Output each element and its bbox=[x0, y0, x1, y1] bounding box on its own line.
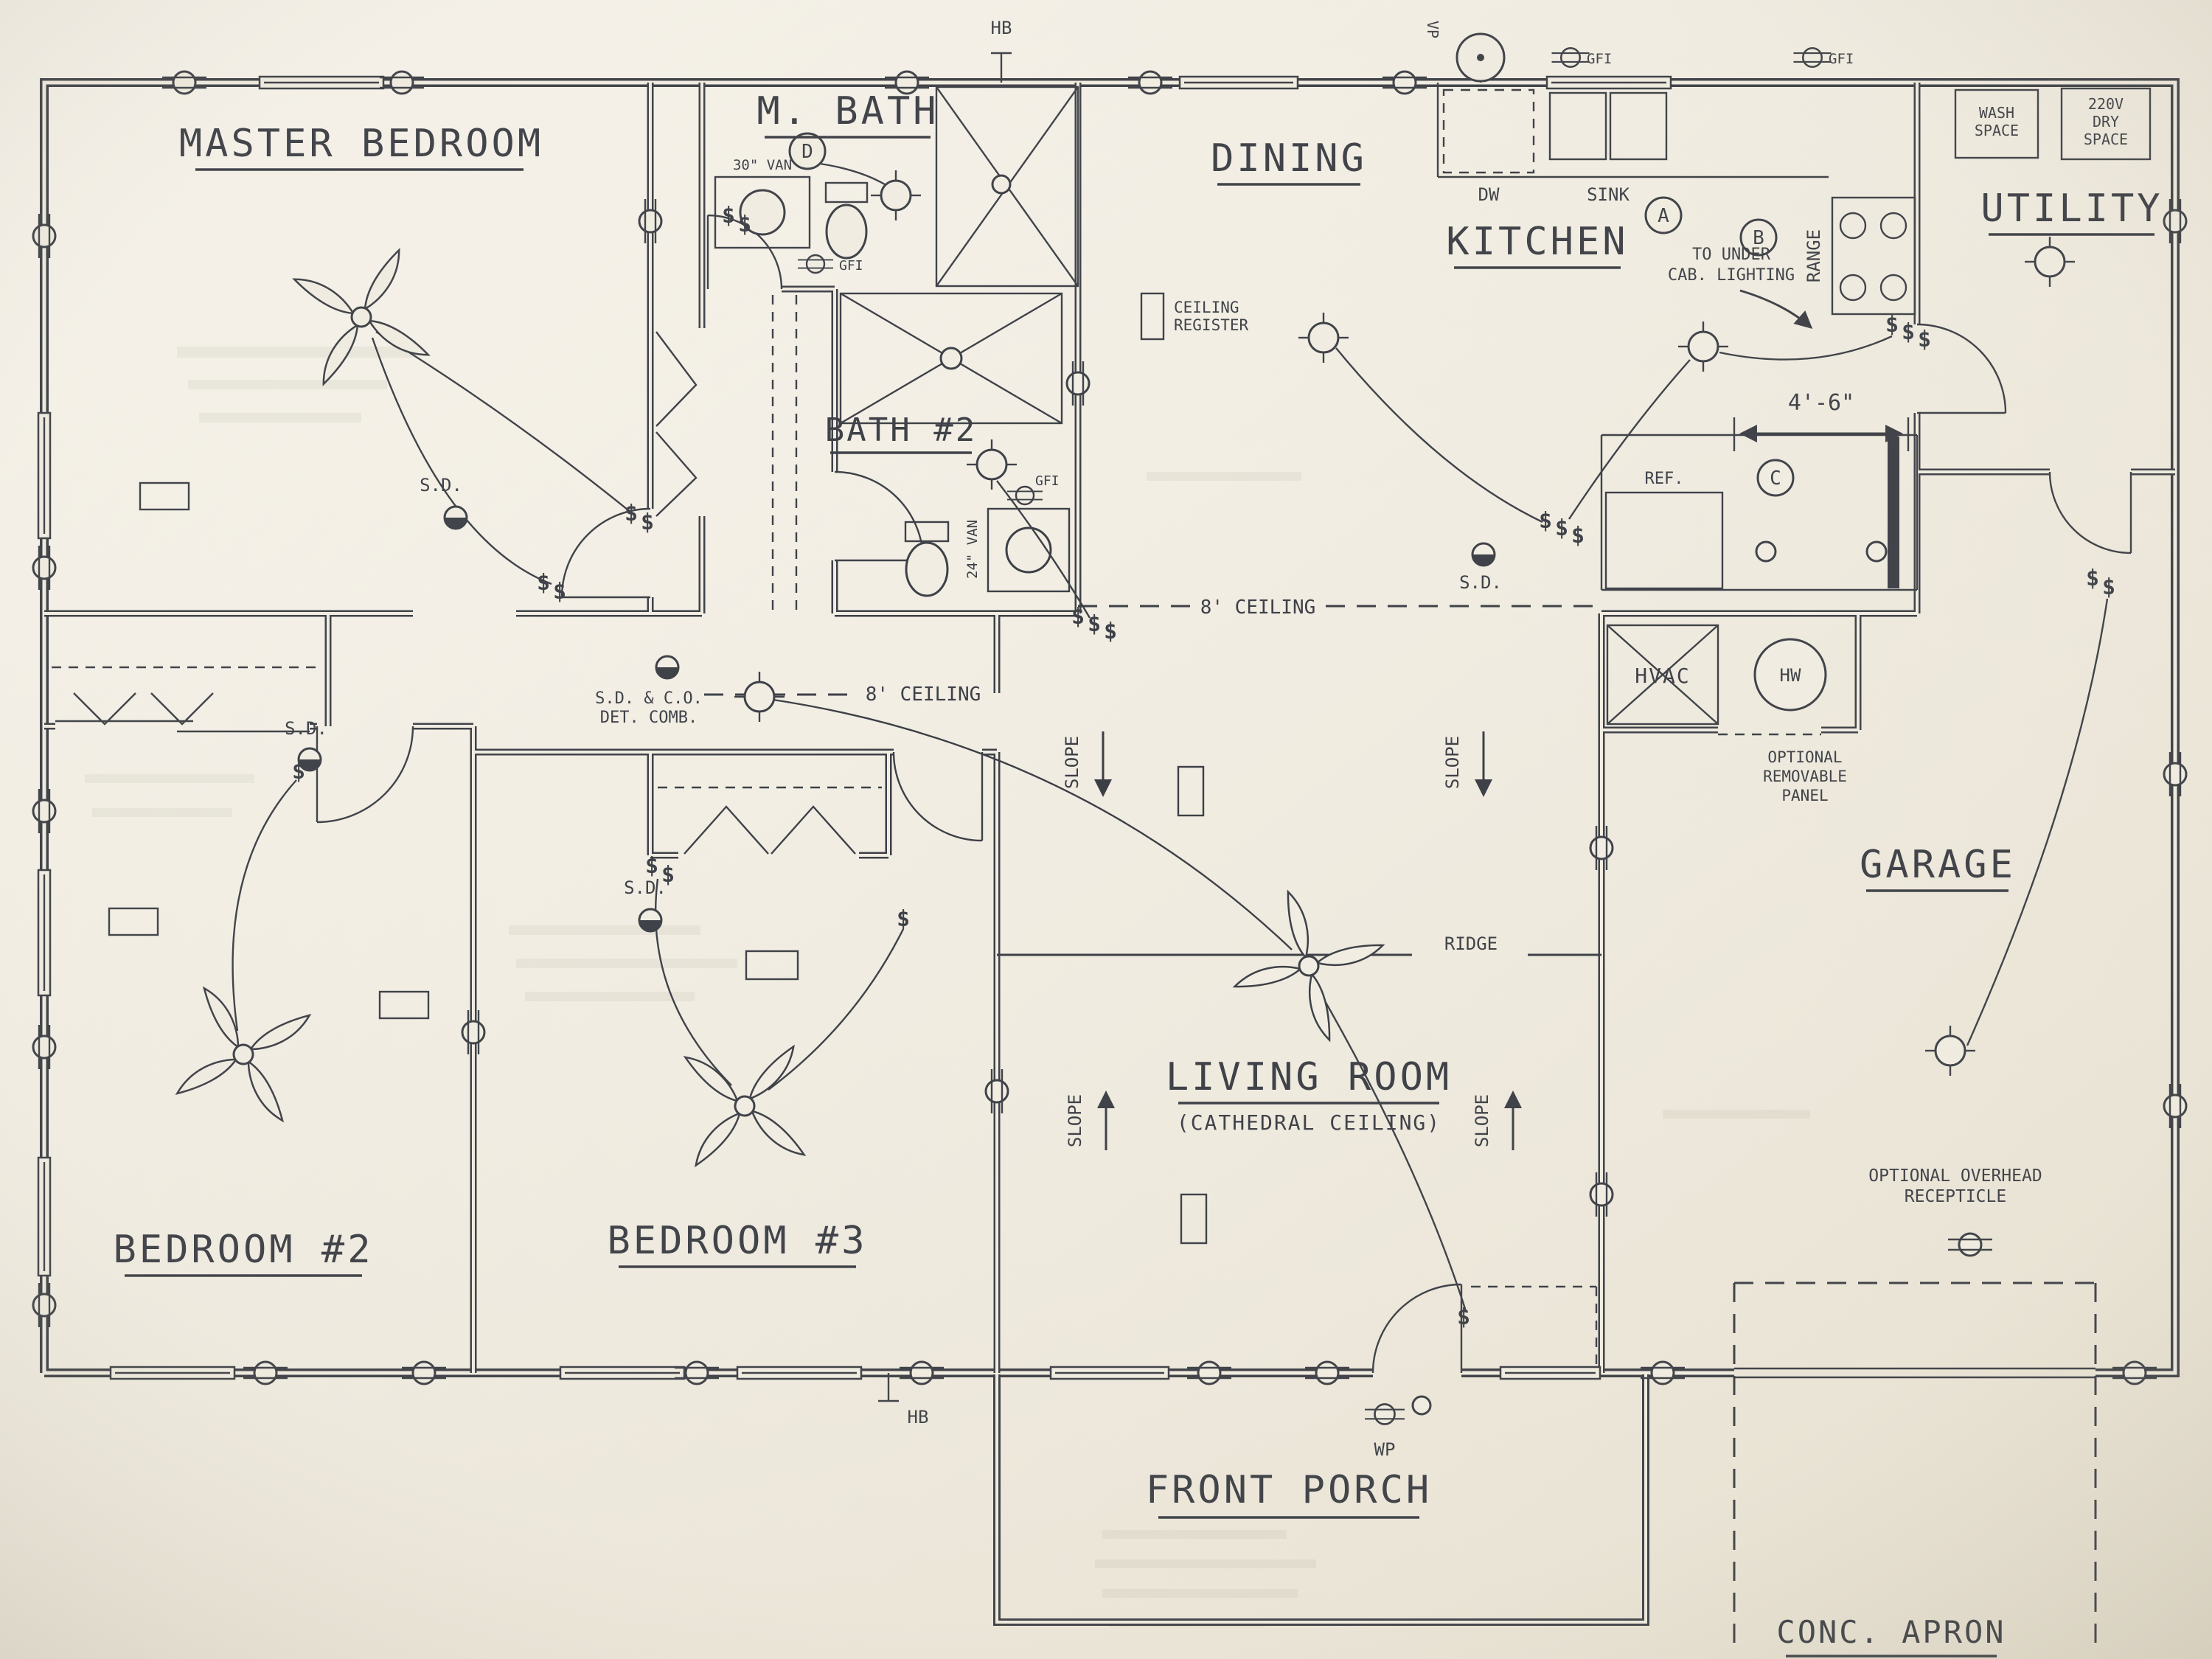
room-label-front-porch: FRONT PORCH bbox=[1146, 1468, 1432, 1512]
label-sd: S.D. bbox=[285, 718, 327, 739]
label-sink: SINK bbox=[1587, 184, 1630, 205]
label-dw: DW bbox=[1478, 184, 1500, 205]
switch-symbol: $ bbox=[1104, 619, 1117, 644]
label-removable-panel: PANEL bbox=[1781, 787, 1828, 804]
label-hvac: HVAC bbox=[1635, 664, 1690, 688]
switch-symbol: $ bbox=[1539, 508, 1552, 534]
label-gfi: GFI bbox=[1587, 51, 1612, 67]
label-slope: SLOPE bbox=[1065, 1094, 1085, 1147]
label-dry-space: 220V bbox=[2088, 95, 2124, 113]
label-range: RANGE bbox=[1804, 229, 1824, 282]
switch-symbol: $ bbox=[641, 509, 654, 535]
label-gfi: GFI bbox=[1829, 51, 1854, 67]
room-label-m-bath: M. BATH bbox=[757, 89, 939, 133]
switch-symbol: $ bbox=[1571, 523, 1585, 549]
switch-symbol: $ bbox=[645, 853, 658, 879]
switch-symbol: $ bbox=[1902, 319, 1915, 345]
label-gfi: GFI bbox=[1035, 473, 1060, 489]
label-dry-space: DRY bbox=[2093, 113, 2119, 131]
switch-symbol: $ bbox=[1918, 327, 1931, 352]
label-gfi: GFI bbox=[839, 258, 863, 274]
label-slope: SLOPE bbox=[1472, 1094, 1492, 1147]
label-removable-panel: REMOVABLE bbox=[1763, 768, 1847, 785]
switch-symbol: $ bbox=[2102, 574, 2115, 600]
switch-symbol: $ bbox=[1457, 1304, 1470, 1330]
label-ceiling-register: REGISTER bbox=[1174, 316, 1249, 334]
label-sd-co: DET. COMB. bbox=[600, 709, 698, 727]
label-ceiling-register: CEILING bbox=[1174, 299, 1239, 316]
label-overhead-receptacle: RECEPTICLE bbox=[1905, 1187, 2006, 1206]
label-dry-space: SPACE bbox=[2084, 131, 2128, 148]
smoke-detector-icon bbox=[638, 908, 663, 933]
room-label-master-bedroom: MASTER BEDROOM bbox=[179, 122, 543, 166]
room-label-utility: UTILITY bbox=[1980, 187, 2163, 231]
room-note-cathedral-ceiling: (CATHEDRAL CEILING) bbox=[1177, 1110, 1441, 1135]
smoke-detector-icon bbox=[443, 505, 468, 530]
label-slope: SLOPE bbox=[1062, 736, 1082, 789]
label-8ft-ceiling: 8' CEILING bbox=[866, 684, 981, 706]
porch-light-icon bbox=[1411, 1395, 1432, 1416]
label-sd-co: S.D. & C.O. bbox=[595, 689, 703, 708]
label-sd: S.D. bbox=[420, 475, 462, 495]
label-hb-top: HB bbox=[991, 18, 1012, 38]
switch-symbol: $ bbox=[1885, 312, 1899, 338]
switch-symbol: $ bbox=[897, 906, 910, 932]
circled-letter-b: B bbox=[1753, 227, 1764, 249]
switch-symbol: $ bbox=[738, 212, 751, 237]
label-wp: WP bbox=[1374, 1439, 1396, 1460]
label-vp: VP bbox=[1424, 21, 1441, 38]
room-label-bedroom-2: BEDROOM #2 bbox=[113, 1228, 373, 1272]
label-wash-space: SPACE bbox=[1975, 122, 2019, 139]
room-label-living-room: LIVING ROOM bbox=[1166, 1055, 1452, 1099]
smoke-detector-icon bbox=[655, 655, 680, 680]
switch-symbol: $ bbox=[537, 570, 550, 596]
label-hw: HW bbox=[1780, 665, 1801, 686]
switch-symbol: $ bbox=[722, 203, 735, 229]
label-vanity-30: 30" VAN bbox=[733, 157, 792, 173]
label-slope: SLOPE bbox=[1442, 736, 1463, 789]
label-sd: S.D. bbox=[1459, 572, 1502, 593]
room-label-conc-apron: CONC. APRON bbox=[1776, 1614, 2006, 1650]
room-label-bedroom-3: BEDROOM #3 bbox=[607, 1219, 867, 1263]
label-under-cab: CAB. LIGHTING bbox=[1668, 266, 1795, 285]
switch-symbol: $ bbox=[553, 579, 566, 605]
switch-symbol: $ bbox=[625, 501, 638, 526]
circled-letter-a: A bbox=[1658, 205, 1669, 227]
room-label-dining: DINING bbox=[1211, 136, 1367, 181]
switch-symbol: $ bbox=[2086, 566, 2099, 591]
label-vanity-24: 24" VAN bbox=[964, 520, 981, 579]
label-wash-space: WASH bbox=[1979, 104, 2014, 122]
switch-symbol: $ bbox=[1555, 515, 1568, 541]
label-ridge: RIDGE bbox=[1444, 933, 1498, 954]
label-8ft-ceiling: 8' CEILING bbox=[1200, 597, 1316, 619]
label-sd: S.D. bbox=[624, 877, 667, 898]
circled-letter-c: C bbox=[1770, 467, 1781, 490]
label-dimension-4-6: 4'-6" bbox=[1788, 390, 1854, 416]
room-label-bath-2: BATH #2 bbox=[825, 411, 977, 449]
room-label-kitchen: KITCHEN bbox=[1446, 220, 1628, 264]
label-removable-panel: OPTIONAL bbox=[1767, 748, 1842, 766]
circled-letter-d: D bbox=[801, 141, 813, 163]
switch-symbol: $ bbox=[1088, 611, 1101, 637]
label-overhead-receptacle: OPTIONAL OVERHEAD bbox=[1868, 1166, 2042, 1186]
switch-symbol: $ bbox=[1071, 604, 1085, 630]
smoke-detector-icon bbox=[1471, 542, 1496, 567]
label-ref: REF. bbox=[1645, 470, 1684, 488]
room-label-garage: GARAGE bbox=[1860, 843, 2016, 887]
switch-symbol: $ bbox=[292, 759, 305, 785]
label-hb-bottom: HB bbox=[908, 1407, 929, 1427]
